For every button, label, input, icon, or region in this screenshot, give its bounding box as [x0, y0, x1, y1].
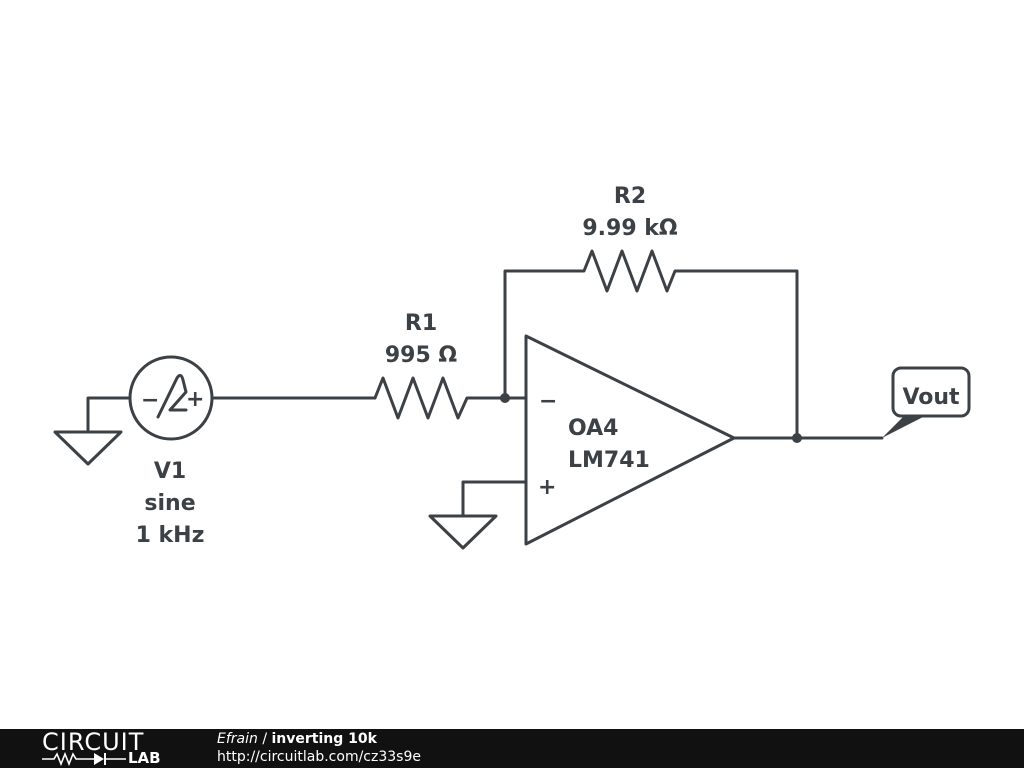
logo-text-lab: LAB: [128, 749, 161, 767]
v1-name-label: V1: [154, 459, 186, 484]
ground-symbol-opamp: [428, 480, 528, 550]
junction-output-node: [792, 433, 802, 443]
r1-value-label: 995 Ω: [385, 343, 458, 368]
r2-value-label: 9.99 kΩ: [582, 216, 678, 241]
circuitlab-logo[interactable]: CIRCUIT LAB: [42, 729, 182, 768]
r2-name-label: R2: [614, 184, 646, 209]
sine-source-v1[interactable]: − +: [128, 355, 214, 441]
source-minus-label: −: [141, 388, 159, 413]
opamp-inverting-sign: −: [539, 389, 557, 414]
author-link[interactable]: Efrain: [217, 731, 258, 747]
footer-bar: CIRCUIT LAB Efrain / inverting 10k http:…: [0, 729, 1024, 768]
v1-freq-label: 1 kHz: [136, 523, 205, 548]
circuit-schematic: − + V1 sine 1 kHz R1 995 Ω R2 9.99 kΩ − …: [53, 184, 971, 550]
opamp-model-label: LM741: [568, 448, 650, 473]
circuit-meta: Efrain / inverting 10k http://circuitlab…: [217, 730, 421, 766]
ground-symbol-v1: [53, 396, 132, 466]
output-probe-vout[interactable]: Vout: [882, 366, 971, 438]
title-separator: /: [257, 731, 272, 747]
source-plus-label: +: [186, 387, 204, 412]
r1-name-label: R1: [405, 311, 437, 336]
circuit-url-link[interactable]: http://circuitlab.com/cz33s9e: [217, 749, 421, 765]
circuit-title-link[interactable]: inverting 10k: [271, 731, 377, 747]
v1-type-label: sine: [144, 491, 195, 516]
logo-text-circuit: CIRCUIT: [42, 728, 145, 756]
vout-label: Vout: [902, 385, 960, 410]
resistor-r1[interactable]: [373, 376, 507, 420]
resistor-r2[interactable]: [503, 249, 799, 440]
opamp-oa4[interactable]: [524, 334, 736, 546]
opamp-name-label: OA4: [568, 416, 618, 441]
opamp-noninverting-sign: +: [538, 475, 556, 500]
logo-resistor-diode-icon: [42, 752, 126, 766]
